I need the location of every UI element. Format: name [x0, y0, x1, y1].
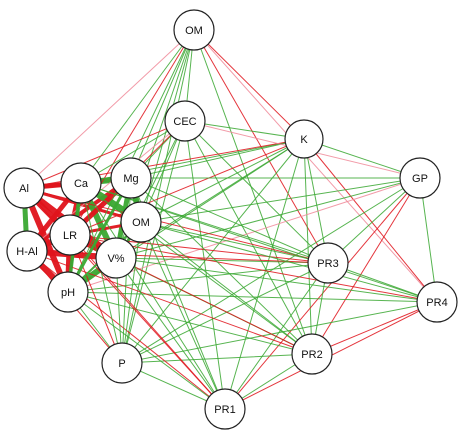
node-label: GP: [412, 173, 428, 185]
edge-OM_top-K: [193, 29, 305, 140]
node-label: PR3: [317, 258, 338, 270]
node-P: P: [101, 342, 143, 384]
edge-CEC-Al: [23, 120, 186, 189]
node-label: P: [118, 358, 125, 370]
edge-PR3-V: [115, 257, 329, 264]
node-circle: [399, 157, 441, 199]
edge-PR2-P: [121, 353, 313, 364]
node-OM_top: OM: [173, 9, 215, 51]
edge-OM_top-PR2: [193, 29, 313, 355]
edge-CEC-PR1: [184, 120, 226, 410]
edge-PR1-pH: [67, 291, 226, 410]
edge-OM_top-Al: [23, 29, 195, 189]
edge-GP-P: [121, 177, 421, 364]
node-circle: [95, 237, 137, 279]
edge-PR3-P: [121, 262, 329, 364]
node-circle: [47, 271, 89, 313]
node-label: PR1: [214, 404, 235, 416]
node-OM: OM: [120, 201, 162, 243]
node-label: PR2: [301, 349, 322, 361]
node-LR: LR: [49, 214, 91, 256]
edge-PR4-V: [115, 257, 438, 303]
edge-K-PR3: [303, 138, 329, 264]
edge-P-LR: [69, 234, 123, 364]
node-circle: [101, 342, 143, 384]
edge-pH-Mg: [66, 176, 133, 294]
edge-GP-PR4: [419, 177, 438, 303]
node-circle: [173, 9, 215, 51]
node-label: OM: [185, 25, 203, 37]
node-circle: [291, 333, 333, 375]
node-V: V%: [95, 237, 137, 279]
node-Ca: Ca: [60, 162, 102, 204]
edge-OM_top-PR4: [193, 29, 438, 303]
node-circle: [110, 157, 152, 199]
node-label: pH: [61, 287, 75, 299]
edges-layer: [21, 29, 438, 410]
edge-K-OM: [140, 138, 305, 223]
edge-PR3-OM: [140, 221, 329, 264]
edge-GP-OM: [140, 177, 421, 223]
node-label: LR: [63, 230, 77, 242]
edge-CEC-PR3: [184, 120, 329, 264]
edge-PR2-OM: [140, 221, 313, 355]
node-circle: [49, 214, 91, 256]
node-pH: pH: [47, 271, 89, 313]
node-circle: [416, 281, 458, 323]
node-circle: [120, 201, 162, 243]
node-label: V%: [107, 253, 124, 265]
node-circle: [164, 100, 206, 142]
edge-PR2-Ca: [80, 182, 313, 355]
node-circle: [307, 242, 349, 284]
node-label: Mg: [123, 173, 138, 185]
node-GP: GP: [399, 157, 441, 199]
edge-PR1-V: [115, 257, 226, 410]
node-label: CEC: [173, 116, 196, 128]
node-label: Ca: [74, 178, 89, 190]
edge-PR3-Mg: [130, 177, 329, 264]
edge-PR1-OM: [140, 221, 226, 410]
edge-P-Ca: [80, 182, 123, 364]
node-Mg: Mg: [110, 157, 152, 199]
node-circle: [3, 167, 45, 209]
node-PR2: PR2: [291, 333, 333, 375]
node-label: K: [300, 134, 308, 146]
edge-OM_top-Mg: [130, 29, 195, 179]
edge-PR1-Ca: [80, 182, 226, 410]
node-label: Al: [19, 183, 29, 195]
edge-GP-PR2: [311, 177, 421, 355]
node-circle: [284, 119, 324, 159]
node-PR4: PR4: [416, 281, 458, 323]
node-K: K: [284, 119, 324, 159]
edge-PR4-pH: [67, 291, 438, 303]
node-label: PR4: [426, 297, 447, 309]
edge-PR3-pH: [67, 262, 329, 293]
edge-OM_top-Ca: [80, 29, 195, 184]
node-label: H-Al: [16, 246, 37, 258]
node-Al: Al: [3, 167, 45, 209]
node-CEC: CEC: [164, 100, 206, 142]
node-label: OM: [132, 217, 150, 229]
edge-GP-V: [115, 177, 421, 259]
edge-PR2-Mg: [130, 177, 313, 355]
node-HAl: H-Al: [6, 230, 48, 272]
node-PR3: PR3: [307, 242, 349, 284]
edge-K-PR2: [303, 138, 313, 355]
edge-P-OM: [121, 221, 142, 364]
node-circle: [6, 230, 48, 272]
node-PR1: PR1: [204, 388, 246, 430]
edge-PR2-HAl: [26, 250, 313, 355]
node-circle: [204, 388, 246, 430]
node-circle: [60, 162, 102, 204]
edge-GP-PR3: [327, 177, 421, 264]
edge-K-Mg: [130, 138, 305, 179]
edge-K-PR4: [303, 138, 438, 303]
edge-PR4-PR2: [311, 301, 438, 355]
